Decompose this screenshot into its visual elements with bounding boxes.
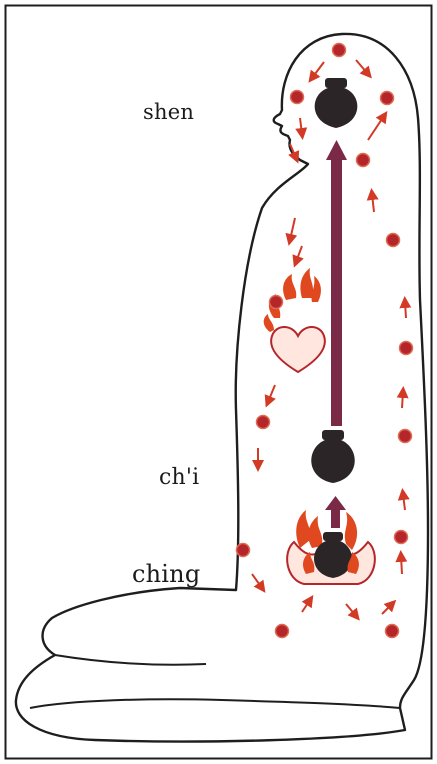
- energy-dot: [333, 44, 346, 57]
- energy-dot: [237, 544, 250, 557]
- energy-dot: [291, 91, 304, 104]
- energy-dot: [257, 416, 270, 429]
- energy-dot: [387, 234, 400, 247]
- label-shen: shen: [143, 100, 194, 124]
- channel-lower-segment: [331, 508, 340, 528]
- flow-arrow: [405, 302, 406, 318]
- flow-arrow: [402, 392, 403, 408]
- figure-outline: [16, 34, 428, 742]
- energy-dot: [276, 625, 289, 638]
- energy-dot: [399, 430, 412, 443]
- flow-arrow: [401, 556, 402, 574]
- energy-dot: [386, 625, 399, 638]
- energy-dot: [270, 296, 283, 309]
- energy-dot: [381, 92, 394, 105]
- energy-dot: [400, 342, 413, 355]
- label-ching: ching: [132, 560, 200, 588]
- label-chi: ch'i: [159, 465, 199, 490]
- energy-dot: [357, 154, 370, 167]
- energy-dot: [395, 531, 408, 544]
- central-channel: [331, 158, 342, 426]
